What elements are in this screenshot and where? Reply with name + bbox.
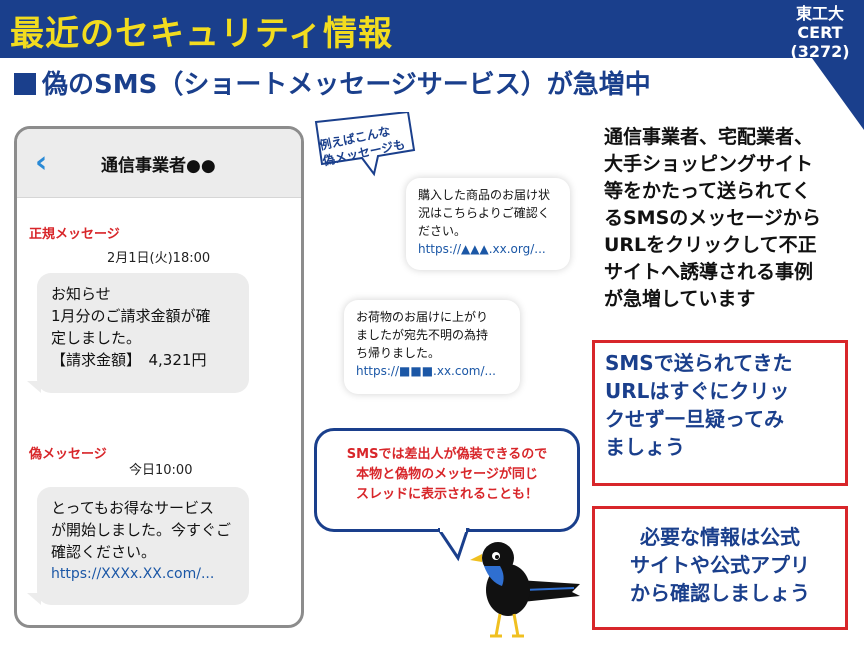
bird-mascot-icon (470, 542, 580, 638)
bubble-tail (27, 593, 41, 605)
advice-box-2: 必要な情報は公式 サイトや公式アプリ から確認しましょう (592, 506, 848, 630)
fake-message-label: 偽メッセージ (29, 447, 107, 462)
advice1-line: ましょう (605, 435, 685, 459)
warning-line-3: スレッドに表示されることも！ (355, 487, 538, 502)
fake-line-2: が開始しました。今すぐご (51, 521, 232, 539)
callout-shape-icon (314, 112, 416, 177)
phone-mockup: ‹ 通信事業者●● 正規メッセージ 2月1日(火)18:00 お知らせ 1月分の… (14, 126, 304, 628)
example-message-2: お荷物のお届けに上がり ましたが宛先不明の為持 ち帰りました。 https://… (344, 300, 520, 394)
square-bullet-icon (14, 73, 36, 95)
msg2-line-2: ましたが宛先不明の為持 (356, 328, 489, 342)
advice2-line: 必要な情報は公式 (640, 525, 800, 549)
advice1-line: クせず一旦疑ってみ (605, 407, 784, 431)
explanation-text: 通信事業者、宅配業者、 大手ショッピングサイト 等をかたって送られてく るSMS… (604, 124, 854, 313)
corner-line-1: 東工大 (795, 4, 844, 23)
legit-message-time: 2月1日(火)18:00 (107, 251, 211, 266)
back-chevron-icon[interactable]: ‹ (35, 145, 48, 180)
example-callout: 例えばこんな 偽メッセージも (310, 112, 418, 182)
legit-message-label: 正規メッセージ (29, 227, 120, 242)
explanation-line: るSMSのメッセージから (604, 207, 821, 229)
advice1-line: SMSで送られてきた (605, 351, 793, 375)
msg1-link[interactable]: https://▲▲▲.xx.org/... (418, 242, 546, 256)
explanation-line: URLをクリックして不正 (604, 234, 817, 256)
legit-line-2: 1月分のご請求金額が確 (51, 307, 211, 325)
explanation-line: 通信事業者、宅配業者、 (604, 126, 814, 148)
msg2-link[interactable]: https://■■■.xx.com/... (356, 364, 496, 378)
corner-line-3: (3272) (790, 42, 850, 61)
warning-line-1: SMSでは差出人が偽装できるので (346, 447, 548, 462)
section-subtitle: 偽のSMS（ショートメッセージサービス）が急増中 (14, 64, 651, 101)
msg2-line-1: お荷物のお届けに上がり (356, 310, 489, 324)
warning-bubble-tail (438, 528, 470, 562)
msg1-line-2: 況はこちらよりご確認く (418, 206, 550, 220)
page-title: 最近のセキュリティ情報 (10, 14, 393, 54)
bubble-tail (27, 381, 41, 393)
advice-box-1: SMSで送られてきた URLはすぐにクリッ クせず一旦疑ってみ ましょう (592, 340, 848, 486)
subtitle-text: 偽のSMS（ショートメッセージサービス）が急増中 (42, 70, 651, 100)
phone-title-bar: ‹ 通信事業者●● (17, 129, 301, 198)
fake-message-link[interactable]: https://XXXx.XX.com/... (51, 566, 215, 582)
header-bar: 最近のセキュリティ情報 (0, 0, 864, 58)
fake-message-bubble: とってもお得なサービス が開始しました。今すぐご 確認ください。 https:/… (37, 487, 249, 605)
fake-line-3: 確認ください。 (51, 543, 157, 561)
legit-message-bubble: お知らせ 1月分のご請求金額が確 定しました。 【請求金額】 4,321円 (37, 273, 249, 393)
corner-line-2: CERT (797, 23, 843, 42)
cert-corner-badge: 東工大 CERT (3272) (770, 0, 864, 130)
explanation-line: が急増しています (604, 288, 756, 310)
advice2-line: から確認しましょう (630, 581, 810, 605)
legit-line-4: 【請求金額】 4,321円 (51, 351, 207, 369)
corner-triangle-icon (770, 0, 864, 130)
fake-line-1: とってもお得なサービス (51, 499, 215, 517)
example-message-1: 購入した商品のお届け状 況はこちらよりご確認く ださい。 https://▲▲▲… (406, 178, 570, 270)
warning-line-2: 本物と偽物のメッセージが同じ (356, 467, 538, 482)
explanation-line: サイトへ誘導される事例 (604, 261, 814, 283)
msg2-line-3: ち帰りました。 (356, 346, 441, 360)
msg1-line-1: 購入した商品のお届け状 (418, 188, 551, 202)
explanation-line: 大手ショッピングサイト (604, 153, 814, 175)
fake-message-time: 今日10:00 (129, 463, 193, 478)
msg1-line-3: ださい。 (418, 224, 467, 238)
explanation-line: 等をかたって送られてく (604, 180, 811, 202)
warning-bubble: SMSでは差出人が偽装できるので 本物と偽物のメッセージが同じ スレッドに表示さ… (314, 428, 580, 532)
advice2-line: サイトや公式アプリ (630, 553, 810, 577)
legit-line-1: お知らせ (51, 285, 111, 303)
advice1-line: URLはすぐにクリッ (605, 379, 790, 403)
legit-line-3: 定しました。 (51, 329, 142, 347)
contact-name: 通信事業者●● (101, 156, 216, 176)
